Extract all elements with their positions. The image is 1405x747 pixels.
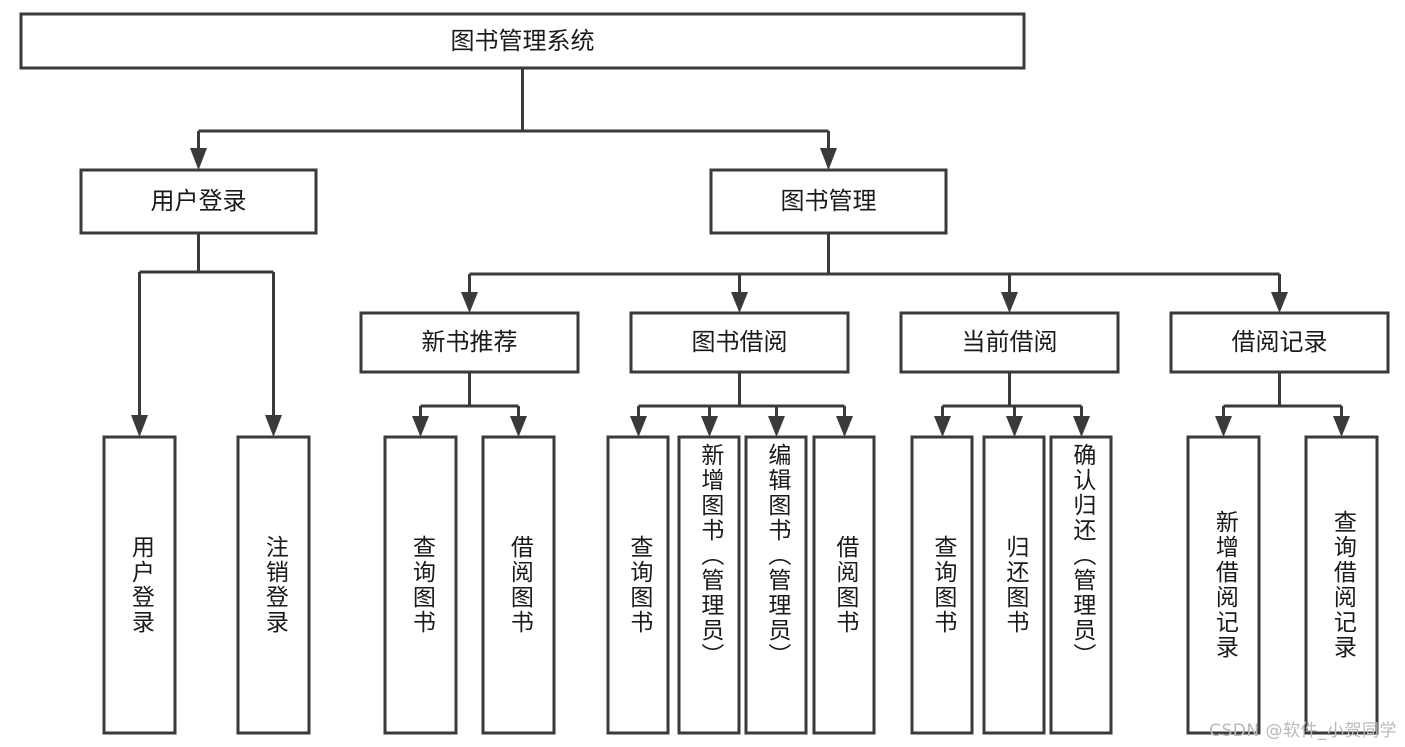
node-user-login-box[interactable]: [79, 168, 318, 235]
node-borrow-record[interactable]: 借阅记录: [1169, 311, 1390, 374]
node-current-borrow[interactable]: 当前借阅: [899, 311, 1120, 374]
arrowhead-leaf-query-book-3: [934, 416, 951, 437]
leaf-box-layer: [102, 435, 1379, 735]
node-book-manage[interactable]: 图书管理: [709, 168, 948, 235]
leaf-box-query-book-3[interactable]: [910, 435, 974, 735]
node-book-borrow-label: 图书借阅: [692, 328, 788, 356]
node-borrow-record-label: 借阅记录: [1232, 328, 1328, 356]
node-current-borrow-box[interactable]: [899, 311, 1120, 374]
leaf-box-query-record[interactable]: [1304, 435, 1379, 735]
arrowhead-leaf-query-record: [1333, 416, 1350, 437]
arrowhead-leaf-borrow-book-1: [510, 416, 527, 437]
leaf-box-confirm-return[interactable]: [1049, 435, 1113, 735]
arrowhead-leaf-logout: [265, 415, 282, 437]
leaf-box-add-book[interactable]: [677, 435, 741, 735]
arrowhead-leaf-query-book-1: [412, 416, 429, 437]
leaf-box-query-book-2[interactable]: [606, 435, 670, 735]
node-new-book-recommend-box[interactable]: [359, 311, 580, 374]
node-user-login[interactable]: 用户登录: [79, 168, 318, 235]
arrowhead-leaf-edit-book: [768, 416, 785, 437]
node-book-borrow-box[interactable]: [629, 311, 850, 374]
leaf-box-edit-book[interactable]: [744, 435, 808, 735]
arrowhead-leaf-query-book-2: [630, 416, 647, 437]
node-book-manage-box[interactable]: [709, 168, 948, 235]
node-book-manage-label: 图书管理: [781, 187, 877, 215]
node-user-login-label: 用户登录: [151, 187, 247, 215]
arrowhead-leaf-user-login: [131, 415, 148, 437]
leaf-box-logout[interactable]: [236, 435, 311, 735]
node-current-borrow-label: 当前借阅: [962, 328, 1058, 356]
arrowhead-leaf-add-record: [1215, 416, 1232, 437]
node-book-borrow[interactable]: 图书借阅: [629, 311, 850, 374]
leaf-box-user-login[interactable]: [102, 435, 177, 735]
arrowhead-new-book-recommend: [461, 292, 478, 313]
watermark: CSDN @软件_小贺同学: [1209, 721, 1397, 741]
arrowhead-leaf-borrow-book-2: [836, 416, 853, 437]
connector-layer: [131, 68, 1350, 437]
arrowhead-book-manage: [820, 148, 837, 170]
leaf-box-return-book[interactable]: [982, 435, 1046, 735]
leaf-box-query-book-1[interactable]: [383, 435, 458, 735]
arrowhead-leaf-confirm-return: [1073, 416, 1090, 437]
arrowhead-borrow-record: [1271, 292, 1288, 313]
node-root-box[interactable]: [19, 12, 1026, 70]
arrowhead-leaf-add-book: [701, 416, 718, 437]
node-root-label: 图书管理系统: [451, 27, 595, 55]
leaf-box-borrow-book-1[interactable]: [481, 435, 556, 735]
arrowhead-user-login: [190, 148, 207, 170]
node-new-book-recommend-label: 新书推荐: [422, 328, 518, 356]
node-new-book-recommend[interactable]: 新书推荐: [359, 311, 580, 374]
leaf-box-borrow-book-2[interactable]: [812, 435, 876, 735]
node-borrow-record-box[interactable]: [1169, 311, 1390, 374]
arrowhead-book-borrow: [731, 292, 748, 313]
arrowhead-leaf-return-book: [1006, 416, 1023, 437]
node-root[interactable]: 图书管理系统: [19, 12, 1026, 70]
leaf-box-add-record[interactable]: [1186, 435, 1261, 735]
arrowhead-current-borrow: [1001, 292, 1018, 313]
